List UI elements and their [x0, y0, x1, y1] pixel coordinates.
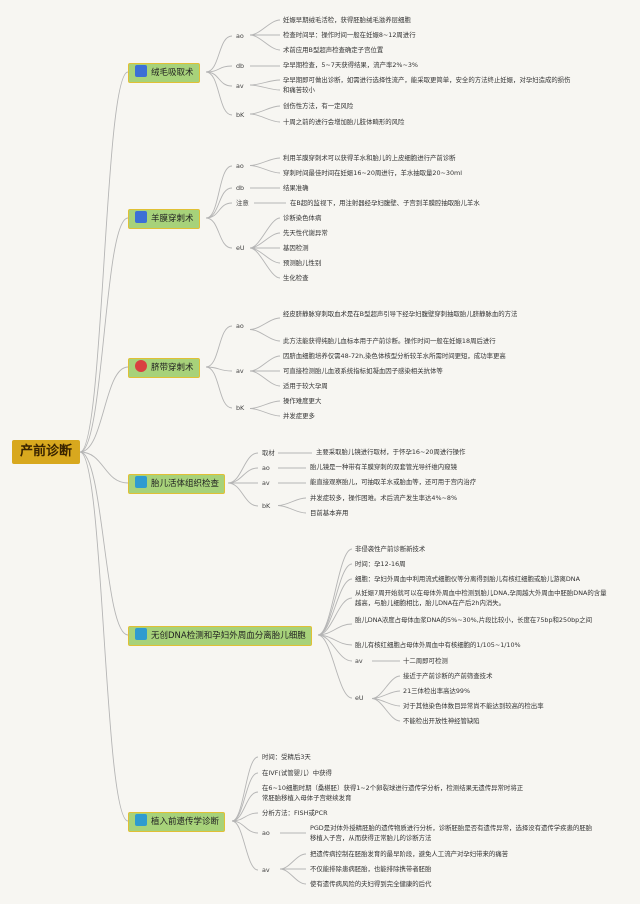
leaf-text: 对于其他染色体数目异常尚不能达到较高的检出率	[403, 702, 544, 710]
tag-ao: ao	[262, 464, 270, 472]
leaf-text: 因脐血细胞培养仅需48-72h,染色体核型分析较羊水所需时间更短，成功率更高	[283, 352, 506, 360]
leaf-text: 在IVF(试管婴儿）中获得	[262, 769, 332, 777]
leaf-text: 经皮脐静脉穿刺取血术是在B型超声引导下经孕妇腹壁穿刺抽取胎儿脐静脉血的方法	[283, 310, 518, 318]
leaf-text: 接近于产前诊断的产前筛查技术	[403, 672, 493, 680]
leaf-text: 目前基本弃用	[310, 509, 349, 517]
leaf-text: 十二周即可检测	[403, 657, 448, 665]
tag-bk: bK	[236, 404, 245, 412]
topic-cordocentesis[interactable]: 脐带穿刺术	[128, 358, 200, 378]
tag-bk: bK	[236, 111, 245, 119]
leaf-text: 不能检出开放性神经管缺陷	[403, 717, 480, 725]
tag-db: db	[236, 62, 245, 70]
leaf-text: 主要采取胎儿镜进行取材，于怀孕16~20周进行操作	[316, 448, 466, 456]
leaf-text: 并发症更多	[283, 412, 315, 420]
leaf-text: 操作难度更大	[283, 397, 322, 405]
tag-bk: bK	[262, 502, 271, 510]
leaf-text: 生化检查	[283, 274, 309, 282]
leaf-text: 预测胎儿性别	[283, 259, 322, 267]
tag-av: av	[355, 657, 363, 665]
leaf-text: 从妊娠7周开始就可以在母体外周血中检测到胎儿DNA,孕周越大外周血中胚胎DNA的…	[355, 589, 607, 607]
leaf-text: 并发症较多，操作困难。术后流产发生率达4%~8%	[310, 494, 458, 502]
leaf-text: 穿刺时间最佳时间在妊娠16~20周进行，羊水抽取量20~30ml	[283, 169, 463, 177]
tag-av: av	[236, 367, 244, 375]
square-blue-icon	[135, 211, 147, 223]
red-circle-icon	[135, 360, 147, 372]
square-teal-icon	[135, 814, 147, 826]
leaf-text: 基因检测	[283, 244, 309, 252]
tag-sampling: 取材	[262, 449, 275, 457]
tag-av: av	[262, 479, 270, 487]
topic-fetal-biopsy[interactable]: 胎儿活体组织检查	[128, 474, 226, 494]
leaf-text: 可直接检测胎儿血液系统指标如凝血因子感染相关抗体等	[283, 367, 443, 375]
leaf-text: 细胞：孕妇外周血中利用流式细胞仪等分离得到胎儿有核红细胞或胎儿游离DNA	[355, 575, 580, 583]
leaf-text: 21三体检出率高达99%	[403, 687, 471, 695]
leaf-text: 时间：孕12-16周	[355, 560, 406, 568]
square-teal-icon	[135, 628, 147, 640]
leaf-text: 孕早期检查，5~7天获得结果，流产率2%~3%	[283, 61, 418, 69]
leaf-text: 胎儿DNA浓度占母体血浆DNA的5%~30%,片段比较小，长度在75bp和250…	[355, 616, 593, 624]
topic-pgd[interactable]: 植入前遗传学诊断	[128, 812, 226, 832]
leaf-text: 非侵袭性产前诊断新技术	[355, 545, 426, 553]
leaf-text: 孕早期即可做出诊断，如需进行选择性流产，能采取更简单，安全的方法终止妊娠，对孕妇…	[283, 76, 571, 94]
tag-ao: ao	[262, 829, 270, 837]
leaf-text: 检查时间早：操作时间一般在妊娠8~12周进行	[283, 31, 416, 39]
leaf-text: 妊娠早期绒毛活检，获得胚胎绒毛滋养层细胞	[283, 16, 411, 24]
leaf-text: 把遗传病控制在胚胎发育的最早阶段，避免人工流产对孕妇带来的痛苦	[310, 850, 509, 858]
tag-db: db	[236, 184, 245, 192]
leaf-text: 此方法能获得纯胎儿血标本用于产前诊断。操作时间一般在妊娠18周后进行	[283, 337, 496, 345]
leaf-text: 利用羊膜穿刺术可以获得羊水和胎儿的上皮细胞进行产前诊断	[283, 154, 456, 162]
leaf-text: 诊断染色体病	[283, 214, 322, 222]
leaf-text: 创伤性方法，有一定风险	[283, 102, 354, 110]
tag-ao: ao	[236, 32, 244, 40]
topic-amniocentesis[interactable]: 羊膜穿刺术	[128, 209, 200, 229]
leaf-text: 十周之前的进行会增加胎儿肢体畸形的风险	[283, 118, 405, 126]
root-node[interactable]: 产前诊断	[12, 440, 80, 464]
square-teal-icon	[135, 476, 147, 488]
leaf-text: 术前应用B型超声检查确定子宫位置	[283, 46, 384, 54]
tag-note: 注意	[236, 199, 249, 207]
tag-ao: ao	[236, 162, 244, 170]
topic-noninvasive-dna[interactable]: 无创DNA检测和孕妇外周血分离胎儿细胞	[128, 626, 312, 646]
leaf-text: PGD是对体外授精胚胎的遗传物质进行分析，诊断胚胎是否有遗传异常，选择没有遗传学…	[310, 824, 593, 842]
leaf-text: 时间：受精后3天	[262, 753, 311, 761]
tag-av: av	[262, 866, 270, 874]
leaf-text: 使有遗传病风险的夫妇得到完全健康的后代	[310, 880, 432, 888]
leaf-text: 胎儿有核红细胞占母体外周血中有核细胞的1/105~1/10%	[355, 641, 521, 649]
tag-ao: ao	[236, 322, 244, 330]
leaf-text: 结果准确	[283, 184, 309, 192]
tag-eu: eU	[236, 244, 245, 252]
square-blue-icon	[135, 65, 147, 77]
leaf-text: 分析方法：FISH或PCR	[262, 809, 328, 817]
leaf-text: 适用于较大孕周	[283, 382, 328, 390]
leaf-text: 在6~10细胞时期（桑椹胚）获得1~2个卵裂球进行遗传学分析，检测结果无遗传异常…	[262, 784, 524, 802]
leaf-text: 在B超的监视下，用注射器经孕妇腹壁、子宫到羊膜腔抽取胎儿羊水	[290, 199, 480, 207]
leaf-text: 先天性代谢异常	[283, 229, 328, 237]
tag-eu: eU	[355, 694, 364, 702]
leaf-text: 不仅能排除患病胚胎，也能排除携带者胚胎	[310, 865, 432, 873]
tag-av: av	[236, 82, 244, 90]
leaf-text: 能直接观察胎儿，可抽取羊水或胎血等，还可用于宫内治疗	[310, 478, 477, 486]
leaf-text: 胎儿镜是一种带有羊膜穿刺的双套管光导纤维内窥镜	[310, 463, 457, 471]
topic-chorionic-villus[interactable]: 绒毛吸取术	[128, 63, 200, 83]
